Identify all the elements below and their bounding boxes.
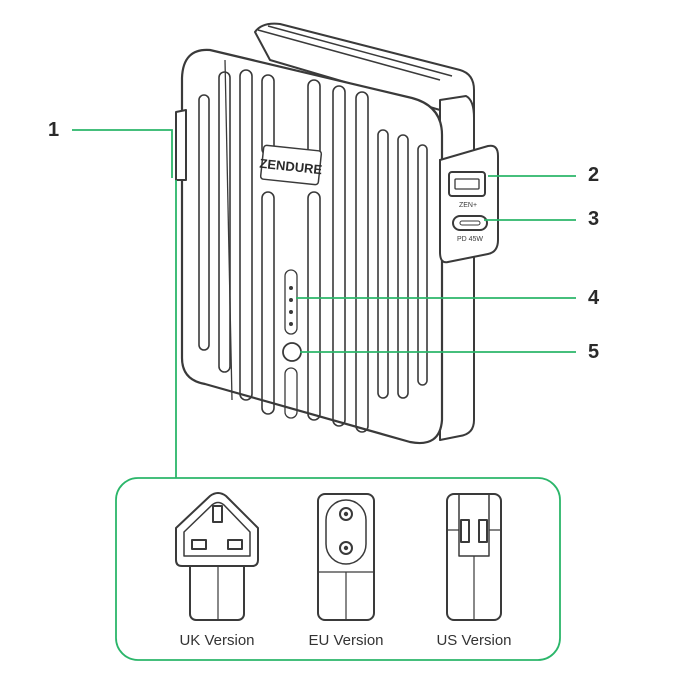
port-panel: ZEN+ PD 45W <box>439 144 499 264</box>
usb-a-port <box>448 171 486 197</box>
eu-version-label: EU Version <box>308 632 384 649</box>
led-2 <box>289 298 293 302</box>
us-plug-icon <box>446 493 502 621</box>
callout-number-5: 5 <box>588 341 600 363</box>
callout-number-2: 2 <box>588 164 600 186</box>
power-button <box>282 342 302 362</box>
led-1 <box>289 286 293 290</box>
led-3 <box>289 310 293 314</box>
usb-c-port <box>452 215 488 231</box>
callout-line-1 <box>72 129 173 178</box>
callout-number-1: 1 <box>48 119 60 141</box>
callout-lines <box>72 129 576 480</box>
eu-plug-icon <box>317 493 375 621</box>
us-version-label: US Version <box>436 632 512 649</box>
usb-c-label: PD 45W <box>457 236 483 243</box>
callout-number-4: 4 <box>588 287 600 309</box>
uk-version-label: UK Version <box>179 632 255 649</box>
led-indicators <box>289 286 293 326</box>
brand-text: ZENDURE <box>259 156 323 178</box>
usb-a-label: ZEN+ <box>459 202 477 209</box>
led-4 <box>289 322 293 326</box>
brand-logo: ZENDURE <box>259 144 323 186</box>
callout-number-3: 3 <box>588 208 600 230</box>
power-bank-device <box>175 22 475 445</box>
uk-plug-icon <box>175 492 259 621</box>
